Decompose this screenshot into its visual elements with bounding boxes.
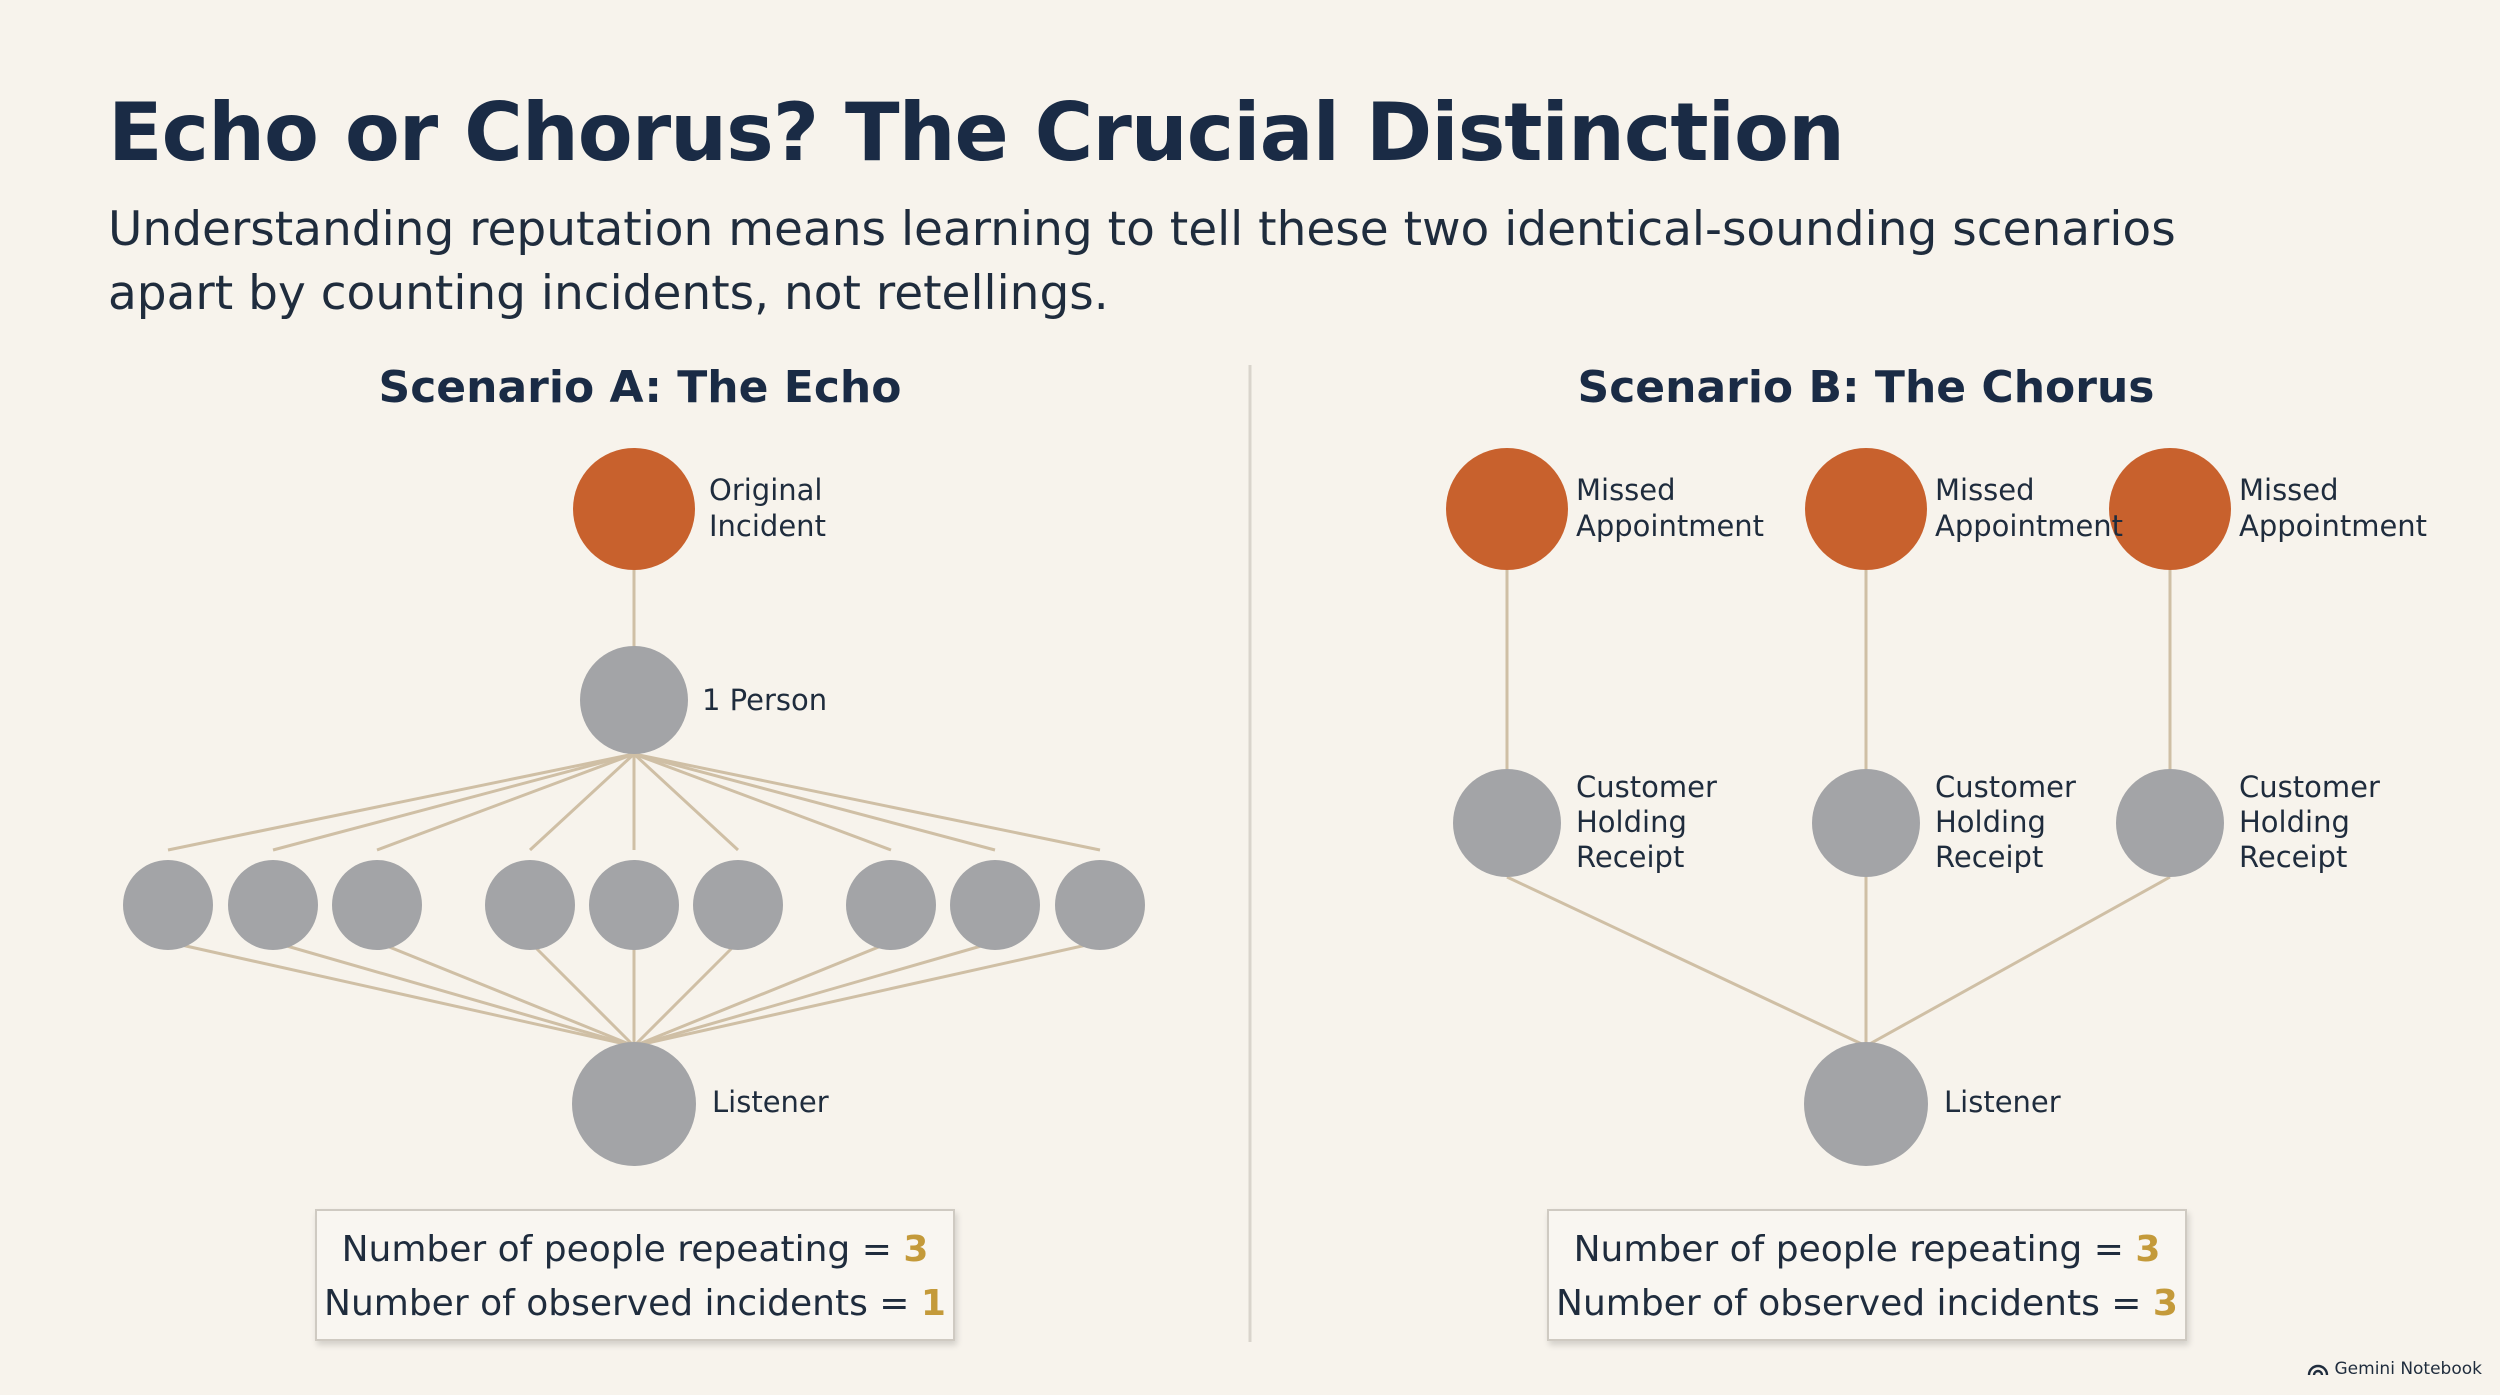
brand-watermark: Gemini Notebook	[2307, 1359, 2483, 1379]
customer-holding-receipt-label-1-line-1: Customer	[1576, 770, 1717, 804]
person-to-repeater-edge-1	[167, 752, 635, 852]
missed-appointment-label-2-line-1: Missed	[1935, 473, 2035, 507]
witness-to-listener-edge-1	[1506, 875, 1867, 1048]
scenario-b-stats: Number of people repeating = 3 Number of…	[1547, 1209, 2187, 1341]
repeater-to-listener-edge-9	[633, 940, 1101, 1048]
person-to-repeater-edge-6	[632, 752, 740, 852]
repeater-node-6	[693, 860, 783, 950]
scenario-b-incidents-value: 3	[2152, 1283, 2178, 1324]
scenario-a-people-value: 3	[903, 1229, 929, 1270]
customer-holding-receipt-label-3-line-3: Receipt	[2239, 840, 2347, 874]
scenario-a-stats: Number of people repeating = 3 Number of…	[315, 1209, 955, 1341]
scenario-b-heading: Scenario B: The Chorus	[1578, 362, 2155, 413]
customer-holding-receipt-label-2-line-2: Holding	[1935, 805, 2046, 839]
person-to-repeater-edge-8	[633, 752, 996, 852]
missed-appointment-node-1	[1446, 448, 1568, 570]
repeater-node-3	[332, 860, 422, 950]
listener-a-label: Listener	[712, 1085, 829, 1119]
repeater-to-listener-edge-7	[633, 940, 892, 1048]
scenario-b-people-repeating: Number of people repeating = 3	[1573, 1229, 2161, 1270]
person-to-repeater-edge-9	[633, 752, 1101, 852]
customer-holding-receipt-label-1-line-3: Receipt	[1576, 840, 1684, 874]
scenario-a-edges	[167, 570, 1101, 1048]
customer-holding-receipt-label-3-line-1: Customer	[2239, 770, 2380, 804]
missed-appointment-label-1-line-2: Appointment	[1576, 509, 1764, 543]
customer-holding-receipt-label-2-line-1: Customer	[1935, 770, 2076, 804]
repeater-node-7	[846, 860, 936, 950]
scenario-a-labels: Original Incident 1 Person Listener	[702, 473, 832, 1119]
one-person-label: 1 Person	[702, 683, 827, 717]
missed-appointment-label-2-line-2: Appointment	[1935, 509, 2123, 543]
missed-appointment-node-3	[2109, 448, 2231, 570]
notebook-icon	[2307, 1364, 2328, 1376]
person-to-repeater-edge-3	[376, 752, 635, 852]
brand-label: Gemini Notebook	[2334, 1359, 2483, 1379]
customer-holding-receipt-node-2	[1812, 769, 1920, 877]
one-person-node	[580, 646, 688, 754]
customer-holding-receipt-label-1-line-2: Holding	[1576, 805, 1687, 839]
original-incident-label-line-2: Incident	[709, 509, 826, 543]
scenario-a-heading: Scenario A: The Echo	[379, 362, 902, 413]
repeater-node-2	[228, 860, 318, 950]
listener-b-node	[1804, 1042, 1928, 1166]
customer-holding-receipt-label-3-line-2: Holding	[2239, 805, 2350, 839]
witness-to-listener-edge-3	[1865, 875, 2171, 1048]
repeater-node-5	[589, 860, 679, 950]
repeater-to-listener-edge-6	[632, 940, 740, 1048]
scenario-a-observed-incidents: Number of observed incidents = 1	[324, 1283, 946, 1324]
repeater-to-listener-edge-2	[272, 940, 635, 1048]
scenario-b-observed-incidents: Number of observed incidents = 3	[1556, 1283, 2178, 1324]
repeater-node-1	[123, 860, 213, 950]
repeater-node-9	[1055, 860, 1145, 950]
repeater-to-listener-edge-4	[528, 940, 636, 1048]
scenario-a-incidents-value: 1	[920, 1283, 946, 1324]
missed-appointment-label-3-line-2: Appointment	[2239, 509, 2427, 543]
scenario-a-nodes	[123, 448, 1145, 1166]
scenario-b-nodes	[1446, 448, 2231, 1166]
customer-holding-receipt-node-1	[1453, 769, 1561, 877]
page-subtitle: Understanding reputation means learning …	[108, 202, 2176, 321]
repeater-to-listener-edge-1	[167, 940, 635, 1048]
listener-a-node	[572, 1042, 696, 1166]
scenario-a-echo: Scenario A: The Echo Original Incident 1…	[123, 362, 1145, 1166]
person-to-repeater-edge-2	[272, 752, 635, 852]
scenario-b-edges	[1505, 570, 2172, 1048]
missed-appointment-node-2	[1805, 448, 1927, 570]
original-incident-label: Original Incident	[709, 473, 832, 543]
original-incident-label-line-1: Original	[709, 473, 822, 507]
repeater-node-4	[485, 860, 575, 950]
repeater-to-listener-edge-3	[376, 940, 635, 1048]
scenario-a-people-repeating: Number of people repeating = 3	[341, 1229, 929, 1270]
listener-b-label: Listener	[1944, 1085, 2061, 1119]
missed-appointment-label-3-line-1: Missed	[2239, 473, 2339, 507]
customer-holding-receipt-node-3	[2116, 769, 2224, 877]
repeater-node-8	[950, 860, 1040, 950]
original-incident-node	[573, 448, 695, 570]
scenario-b-people-value: 3	[2135, 1229, 2161, 1270]
customer-holding-receipt-label-2-line-3: Receipt	[1935, 840, 2043, 874]
page-title: Echo or Chorus? The Crucial Distinction	[108, 86, 1845, 179]
person-to-repeater-edge-7	[633, 752, 892, 852]
person-to-repeater-edge-4	[528, 752, 636, 852]
repeater-to-listener-edge-8	[633, 940, 996, 1048]
missed-appointment-label-1-line-1: Missed	[1576, 473, 1676, 507]
